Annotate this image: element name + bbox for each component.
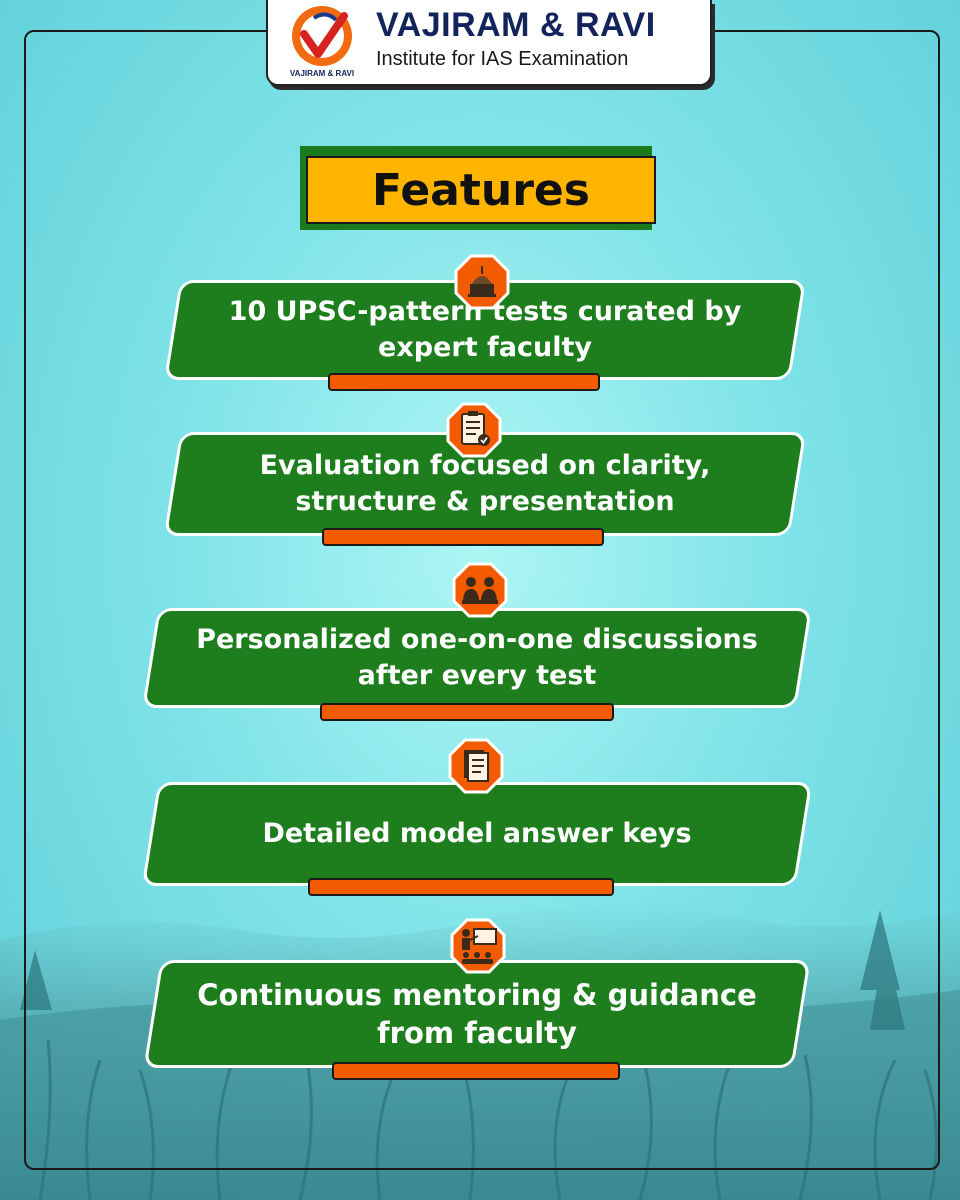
feature-accent-bar (322, 528, 604, 546)
logo-text: VAJIRAM & RAVI (290, 69, 354, 78)
feature-accent-bar (328, 373, 600, 391)
document-icon (448, 738, 504, 794)
feature-accent-bar (308, 878, 614, 896)
features-title: Features (372, 164, 590, 216)
mentor-presentation-icon (450, 918, 506, 974)
feature-text: Continuous mentoring & guidance from fac… (197, 978, 757, 1050)
clipboard-checklist-icon (446, 402, 502, 458)
feature-card-2: Evaluation focused on clarity, structure… (163, 432, 807, 536)
feature-card-5: Continuous mentoring & guidance from fac… (143, 960, 811, 1068)
vajiram-ravi-logo: VAJIRAM & RAVI (290, 6, 354, 78)
feature-card-4: Detailed model answer keys (141, 782, 813, 886)
feature-text: Detailed model answer keys (262, 818, 692, 849)
feature-accent-bar (332, 1062, 620, 1080)
feature-card-3: Personalized one-on-one discussions afte… (142, 608, 812, 708)
parliament-icon (454, 254, 510, 310)
brand-subtitle: Institute for IAS Examination (376, 48, 629, 70)
discussion-icon (452, 562, 508, 618)
features-title-box: Features (306, 156, 656, 224)
feature-text: Evaluation focused on clarity, structure… (259, 450, 711, 517)
brand-name: VAJIRAM & RAVI (376, 6, 656, 44)
feature-text: Personalized one-on-one discussions afte… (196, 624, 758, 691)
header-card: VAJIRAM & RAVI VAJIRAM & RAVI Institute … (266, 0, 712, 86)
feature-accent-bar (320, 703, 614, 721)
